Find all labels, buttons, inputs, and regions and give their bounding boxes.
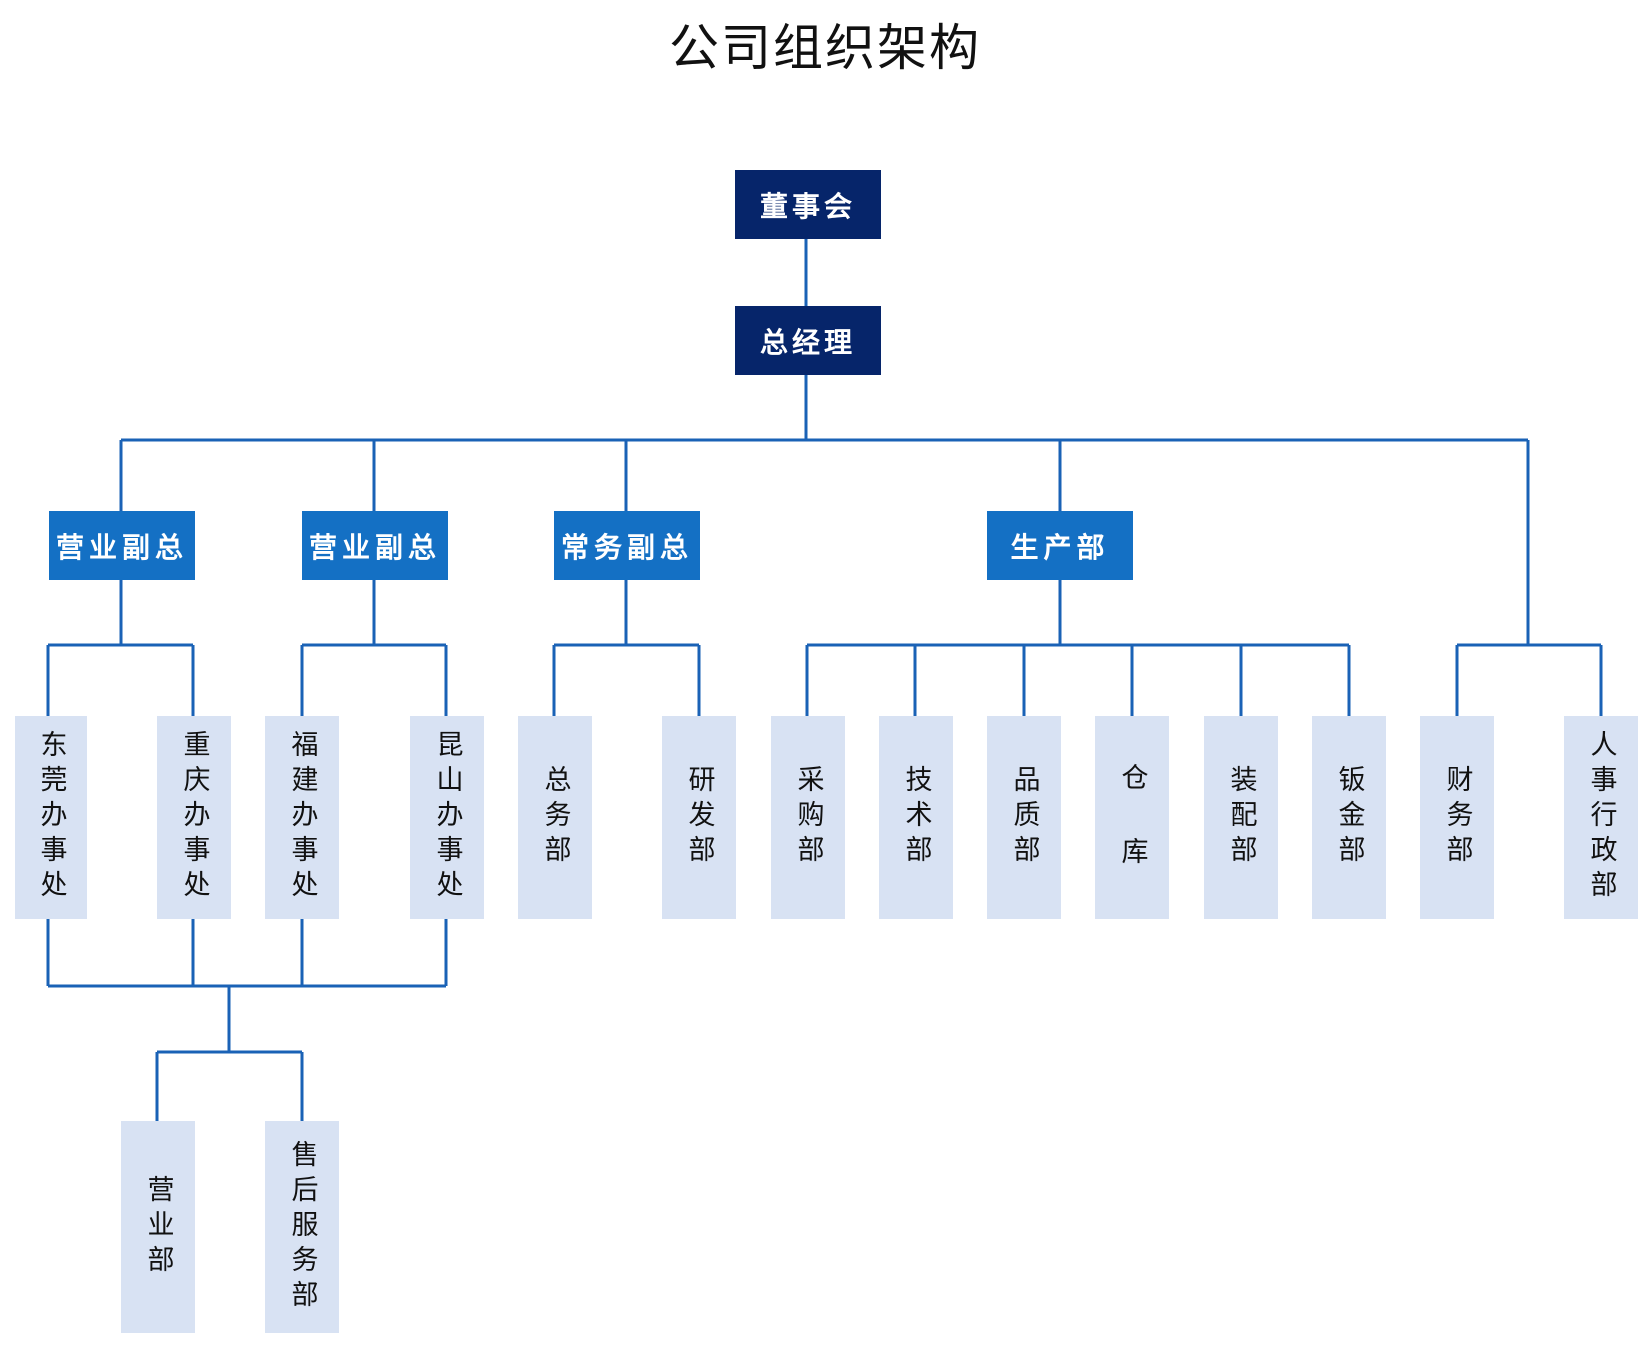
- board-node: 董事会: [735, 170, 881, 239]
- hr-admin-dept-node: 人事行政部: [1564, 716, 1638, 919]
- sales-vp-node-2: 营业副总: [302, 511, 448, 580]
- sheet-metal-dept-node: 钣金部: [1312, 716, 1386, 919]
- chongqing-office-node: 重庆办事处: [157, 716, 231, 919]
- general-manager-node: 总经理: [735, 306, 881, 375]
- sales-dept-node: 营业部: [121, 1121, 195, 1333]
- purchasing-dept-node: 采购部: [771, 716, 845, 919]
- warehouse-node: 仓 库: [1095, 716, 1169, 919]
- assembly-dept-node: 装配部: [1204, 716, 1278, 919]
- technology-dept-node: 技术部: [879, 716, 953, 919]
- quality-dept-node: 品质部: [987, 716, 1061, 919]
- finance-dept-node: 财务部: [1420, 716, 1494, 919]
- general-affairs-node: 总务部: [518, 716, 592, 919]
- rnd-dept-node: 研发部: [662, 716, 736, 919]
- fujian-office-node: 福建办事处: [265, 716, 339, 919]
- production-dept-node: 生产部: [987, 511, 1133, 580]
- chart-title: 公司组织架构: [669, 19, 981, 77]
- executive-vp-node: 常务副总: [554, 511, 700, 580]
- after-sales-dept-node: 售后服务部: [265, 1121, 339, 1333]
- kunshan-office-node: 昆山办事处: [410, 716, 484, 919]
- dongguan-office-node: 东莞办事处: [15, 716, 87, 919]
- sales-vp-node-1: 营业副总: [49, 511, 195, 580]
